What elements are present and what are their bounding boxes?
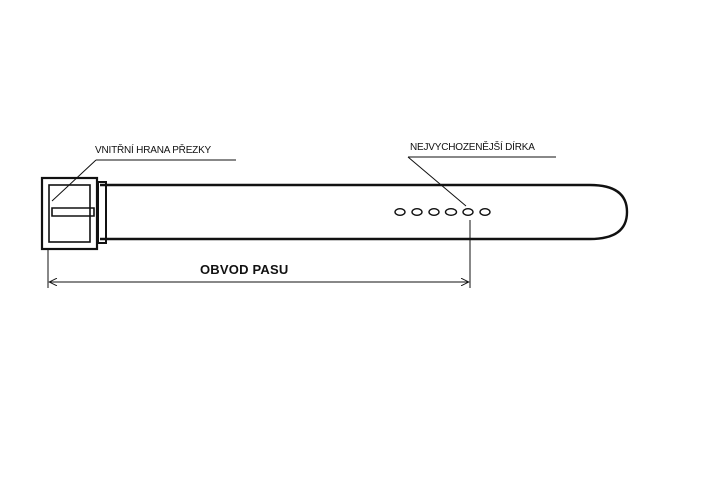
hole-leader-line (407, 156, 556, 207)
most-worn-hole-label: NEJVYCHOZENĚJŠÍ DÍRKA (410, 142, 535, 153)
belt-holes (394, 207, 491, 216)
belt-hole (479, 207, 491, 216)
buckle-inner-frame (48, 184, 91, 243)
buckle-leader-line (51, 159, 236, 202)
most-worn-belt-hole (444, 207, 458, 216)
buckle-inner-edge-label: VNITŘNÍ HRANA PŘEZKY (95, 145, 212, 156)
belt-keeper (97, 181, 107, 244)
belt-hole (428, 207, 440, 216)
belt-strap (100, 183, 629, 241)
belt-hole (411, 207, 423, 216)
buckle-outer-frame (40, 176, 99, 251)
waist-circumference-label: OBVOD PASU (200, 262, 289, 277)
belt-hole (394, 207, 406, 216)
buckle-prong (51, 207, 95, 217)
belt-hole (462, 207, 474, 216)
